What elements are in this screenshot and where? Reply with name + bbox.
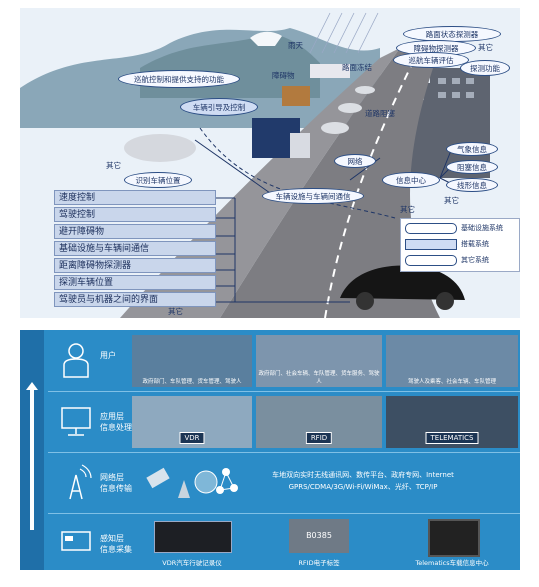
person-icon — [63, 343, 89, 378]
label-road-surface: 路面冻结 — [342, 63, 372, 72]
layer-title: 应用层信息处理 — [100, 412, 132, 432]
monitor-icon — [61, 407, 91, 436]
bubble-weather: 气象信息 — [446, 142, 498, 156]
function-speed-control: 速度控制 — [54, 190, 216, 205]
function-detect-position: 探测车辆位置 — [54, 275, 216, 290]
iot-layer-panel: 用户 政府部门、车队管理、货车管理、驾驶人 政府部门、社会车辆、车队管理、货车服… — [20, 330, 520, 570]
bubble-identify-position: 识别车辆位置 — [124, 172, 192, 188]
rfid-tag: B0385 — [289, 519, 349, 553]
its-illustration: 路面状态探测器 障碍物探测器 其它 巡航车辆评估 探测功能 巡航控制和提供支持的… — [20, 8, 520, 318]
bubble-guidance: 车辆引导及控制 — [180, 98, 258, 116]
label-other: 其它 — [478, 43, 493, 52]
dish-icon — [178, 480, 190, 498]
bubble-detect-func: 探测功能 — [460, 60, 510, 76]
layer-title: 用户 — [100, 351, 116, 360]
label-other: 其它 — [400, 205, 415, 214]
function-distance-detector: 距离障碍物探测器 — [54, 258, 216, 273]
legend-item: 其它系统 — [405, 254, 517, 266]
function-hmi: 驾驶员与机器之间的界面 — [54, 292, 216, 307]
obstacle-box — [282, 86, 310, 106]
label-other: 其它 — [444, 196, 459, 205]
sensor-telematics: Telematics车载信息中心 — [386, 517, 518, 567]
sensor-vdr: VDR汽车行驶记录仪 — [132, 517, 252, 567]
bus — [310, 64, 350, 78]
rain-streaks — [309, 12, 379, 54]
function-infra-comm: 基础设施与车辆间通信 — [54, 241, 216, 256]
label-other: 其它 — [168, 307, 183, 316]
bubble-cruise-control: 巡航控制和提供支持的功能 — [118, 70, 240, 88]
label-other: 其它 — [106, 161, 121, 170]
photo-users-1: 政府部门、车队管理、货车管理、驾驶人 — [132, 335, 252, 387]
layer-title: 网络层信息传输 — [100, 473, 132, 493]
label-rain: 雨天 — [288, 41, 303, 50]
layer-perception: 感知层信息采集 VDR汽车行驶记录仪 B0385 RFID电子标签 Telema… — [48, 515, 520, 570]
layer-title: 感知层信息采集 — [100, 534, 132, 554]
label-obstacle: 障碍物 — [272, 71, 295, 80]
function-avoid-obstacle: 避开障碍物 — [54, 224, 216, 239]
function-drive-control: 驾驶控制 — [54, 207, 216, 222]
divider — [48, 452, 520, 453]
bubble-vehicle-eval: 巡航车辆评估 — [393, 52, 469, 68]
network-icons — [146, 467, 238, 498]
legend: 基础设施系统 搭载系统 其它系统 — [400, 218, 520, 272]
black-car — [340, 265, 465, 300]
label-traffic-jam: 道路阻塞 — [365, 109, 395, 118]
divider — [48, 391, 520, 392]
scene-background — [20, 12, 490, 318]
bubble-congestion: 阻塞信息 — [446, 160, 498, 174]
photo-users-2: 政府部门、社会车辆、车队管理、货车服务、驾驶人 — [256, 335, 382, 387]
photo-users-3: 驾驶人及乘客、社会车辆、车队管理 — [386, 335, 518, 387]
bubble-road-detector: 路面状态探测器 — [403, 26, 501, 42]
road-surface — [220, 48, 440, 318]
bubble-infra-comm: 车辆设施与车辆间通信 — [262, 188, 364, 204]
photo-rfid-traffic: RFID — [256, 396, 382, 448]
layer-users: 用户 政府部门、车队管理、货车管理、驾驶人 政府部门、社会车辆、车队管理、货车服… — [48, 332, 520, 390]
bubble-route: 线形信息 — [446, 178, 498, 192]
legend-item: 基础设施系统 — [405, 222, 517, 234]
layer-network: 网络层信息传输 车地双向实时无线通讯网、数传平台、政府专网、Internet G… — [48, 454, 520, 512]
legend-item: 搭载系统 — [405, 238, 517, 250]
silver-car — [124, 134, 196, 162]
photo-telematics: TELEMATICS — [386, 396, 518, 448]
photo-vdr-truck: VDR — [132, 396, 252, 448]
divider — [48, 513, 520, 514]
network-description: 车地双向实时无线通讯网、数传平台、政府专网、Internet GPRS/CDMA… — [272, 471, 454, 491]
screen-icon — [61, 531, 91, 551]
up-arrow-icon — [26, 382, 38, 530]
globe-icon — [194, 470, 218, 494]
snow-cap — [250, 31, 282, 46]
antenna-icon — [69, 464, 92, 500]
bubble-info-center: 信息中心 — [382, 172, 440, 188]
layer-application: 应用层信息处理 VDR RFID TELEMATICS — [48, 393, 520, 451]
bubble-network: 网络 — [334, 154, 376, 168]
satellite-icon — [146, 467, 170, 489]
sensor-rfid: B0385 RFID电子标签 — [256, 517, 382, 567]
